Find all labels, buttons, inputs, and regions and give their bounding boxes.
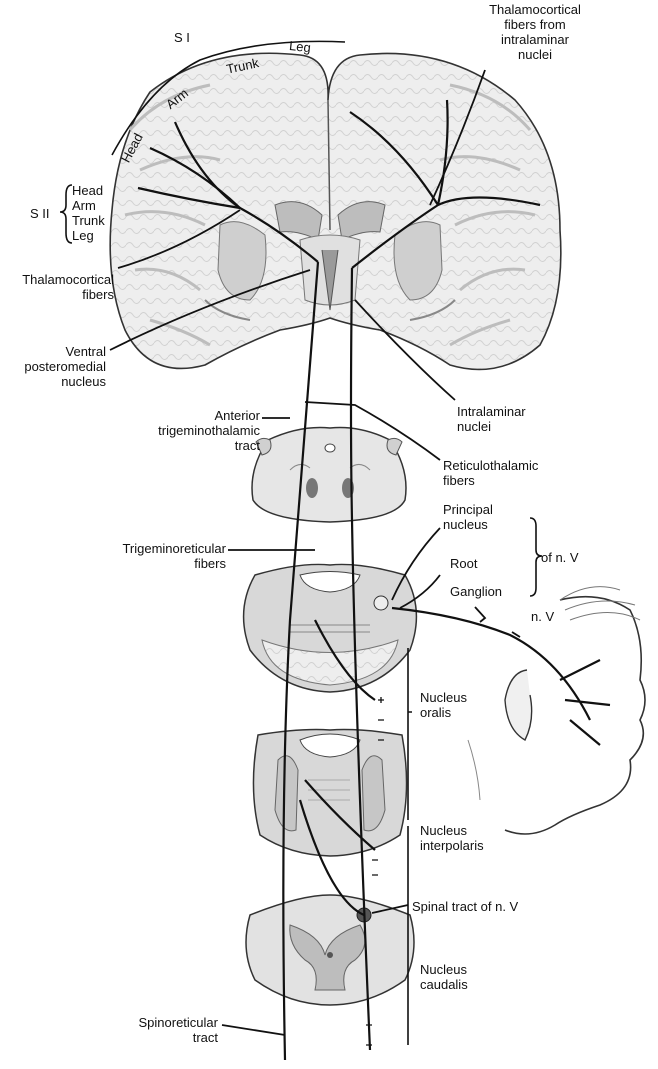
label-ganglion: Ganglion — [450, 584, 503, 599]
label-of-nv: of n. V — [541, 550, 579, 565]
medulla-section — [252, 728, 408, 857]
label-nucleus-caudalis: Nucleus caudalis — [420, 962, 468, 992]
label-thalamocortical-fibers: Thalamocortical fibers — [22, 272, 114, 302]
label-intralaminar-nuclei: Intralaminar nuclei — [457, 404, 526, 434]
label-nv: n. V — [531, 609, 555, 624]
label-root: Root — [450, 556, 478, 571]
label-principal-nucleus: Principal nucleus — [443, 502, 493, 532]
pathways — [137, 99, 611, 1061]
anterior-trigeminothalamic-tract — [282, 261, 320, 1061]
label-s1-leg: Leg — [288, 38, 312, 56]
reticulothalamic-fibers — [349, 267, 372, 1051]
spinal-cord-section — [245, 894, 415, 1006]
label-s2: S II — [30, 206, 50, 221]
label-s2-list: Head Arm Trunk Leg — [72, 183, 105, 243]
nucleus-brackets — [407, 648, 412, 1045]
label-nucleus-oralis: Nucleus oralis — [420, 690, 467, 720]
label-trigeminoreticular: Trigeminoreticular fibers — [122, 541, 226, 571]
synapse-marks — [366, 697, 384, 1046]
leader-lines — [109, 69, 521, 1036]
label-ventral-posteromedial: Ventral posteromedial nucleus — [24, 344, 106, 389]
label-s1: S I — [174, 30, 190, 45]
label-spinoreticular: Spinoreticular tract — [138, 1015, 219, 1045]
trigeminal-nerve — [391, 606, 591, 721]
face-profile — [467, 586, 646, 835]
label-thalamocortical-intralaminar: Thalamocortical fibers from intralaminar… — [489, 2, 581, 62]
s1-bracket — [111, 40, 346, 156]
label-nucleus-interpolaris: Nucleus interpolaris — [420, 823, 484, 853]
label-spinal-tract: Spinal tract of n. V — [412, 899, 519, 914]
label-reticulothalamic: Reticulothalamic fibers — [443, 458, 539, 488]
s2-bracket — [59, 184, 73, 244]
brackets — [59, 40, 543, 1045]
midbrain-section — [251, 426, 407, 523]
nv-bracket — [529, 517, 543, 597]
label-anterior-trigeminothalamic: Anterior trigeminothalamic tract — [158, 408, 260, 453]
pons-section — [242, 563, 418, 693]
